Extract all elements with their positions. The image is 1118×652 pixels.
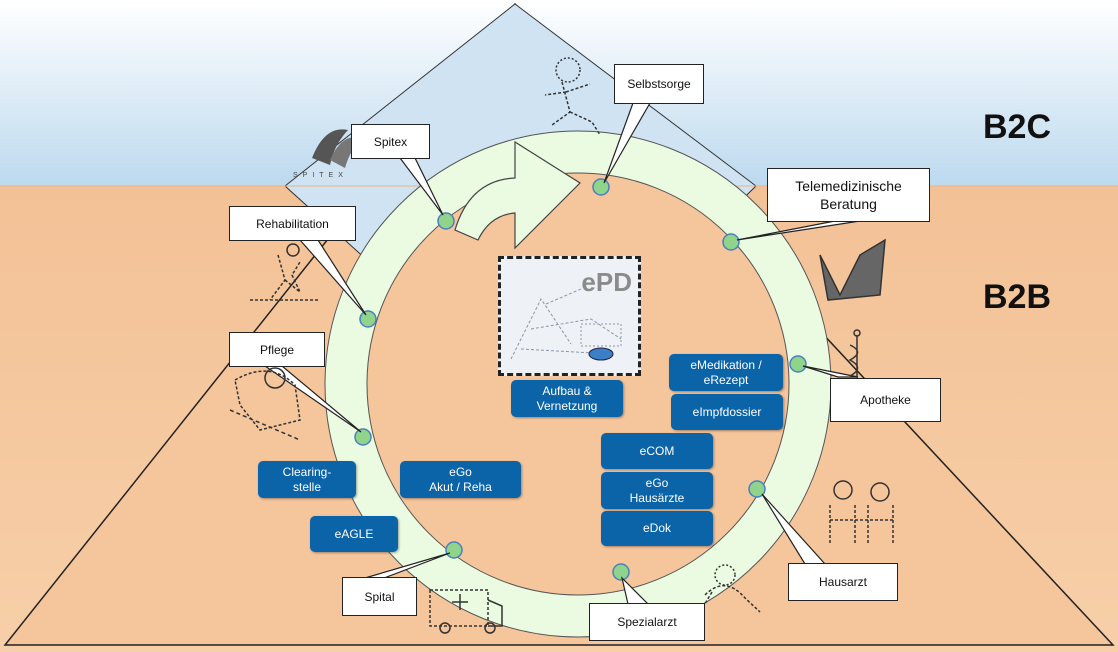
- epd-title: ePD: [581, 267, 632, 297]
- project-eimpfdossier[interactable]: eImpfdossier: [671, 394, 783, 430]
- callout-apotheke[interactable]: Apotheke: [830, 378, 941, 422]
- callout-hausarzt[interactable]: Hausarzt: [788, 563, 898, 601]
- callout-spital[interactable]: Spital: [342, 577, 417, 616]
- cane-person-icon: [250, 243, 320, 301]
- project-clearing[interactable]: Clearing- stelle: [258, 461, 356, 498]
- nurse-icon: [229, 367, 301, 441]
- ring: [325, 131, 831, 637]
- person-runner-icon: [544, 57, 601, 136]
- project-eagle[interactable]: eAGLE: [310, 516, 398, 552]
- b2b-label: B2B: [983, 278, 1052, 316]
- project-ego-akut[interactable]: eGo Akut / Reha: [400, 461, 521, 498]
- dot-hausarzt[interactable]: [748, 480, 766, 498]
- spitex-logo-text: SPITEX: [293, 172, 348, 179]
- project-emedikation[interactable]: eMedikation / eRezept: [669, 354, 783, 391]
- caduceus-icon: [848, 329, 861, 385]
- telemedicine-icon: [819, 238, 886, 301]
- doctor-icon: [829, 480, 894, 545]
- ambulance-icon: [429, 589, 503, 634]
- callout-rehabilitation[interactable]: Rehabilitation: [229, 206, 356, 241]
- dot-pflege[interactable]: [354, 428, 372, 446]
- dot-rehabilitation[interactable]: [359, 310, 377, 328]
- project-edok[interactable]: eDok: [601, 511, 713, 546]
- dot-apotheke[interactable]: [789, 355, 807, 373]
- callout-pflege[interactable]: Pflege: [229, 332, 325, 367]
- callout-telemedizin[interactable]: Telemedizinische Beratung: [767, 168, 930, 222]
- epd-sketch-icon: [510, 288, 622, 361]
- project-ecom[interactable]: eCOM: [601, 433, 713, 469]
- callout-spezialarzt[interactable]: Spezialarzt: [589, 603, 705, 641]
- sketch-icons: [229, 57, 894, 634]
- callout-selbstsorge[interactable]: Selbstsorge: [614, 64, 704, 104]
- callout-spitex[interactable]: Spitex: [351, 124, 430, 159]
- dot-selbstsorge[interactable]: [592, 178, 610, 196]
- project-aufbau[interactable]: Aufbau & Vernetzung: [511, 380, 623, 417]
- dot-spital[interactable]: [445, 541, 463, 559]
- b2c-label: B2C: [983, 108, 1052, 146]
- dot-spitex[interactable]: [437, 212, 455, 230]
- specialist-icon: [699, 564, 761, 613]
- project-ego-hausaerzte[interactable]: eGo Hausärzte: [601, 472, 713, 509]
- epd-center[interactable]: ePD: [498, 256, 641, 376]
- dot-spezialarzt[interactable]: [612, 563, 630, 581]
- dot-telemedizin[interactable]: [722, 233, 740, 251]
- station-dots: [354, 178, 807, 581]
- flow-arrow: [454, 140, 581, 250]
